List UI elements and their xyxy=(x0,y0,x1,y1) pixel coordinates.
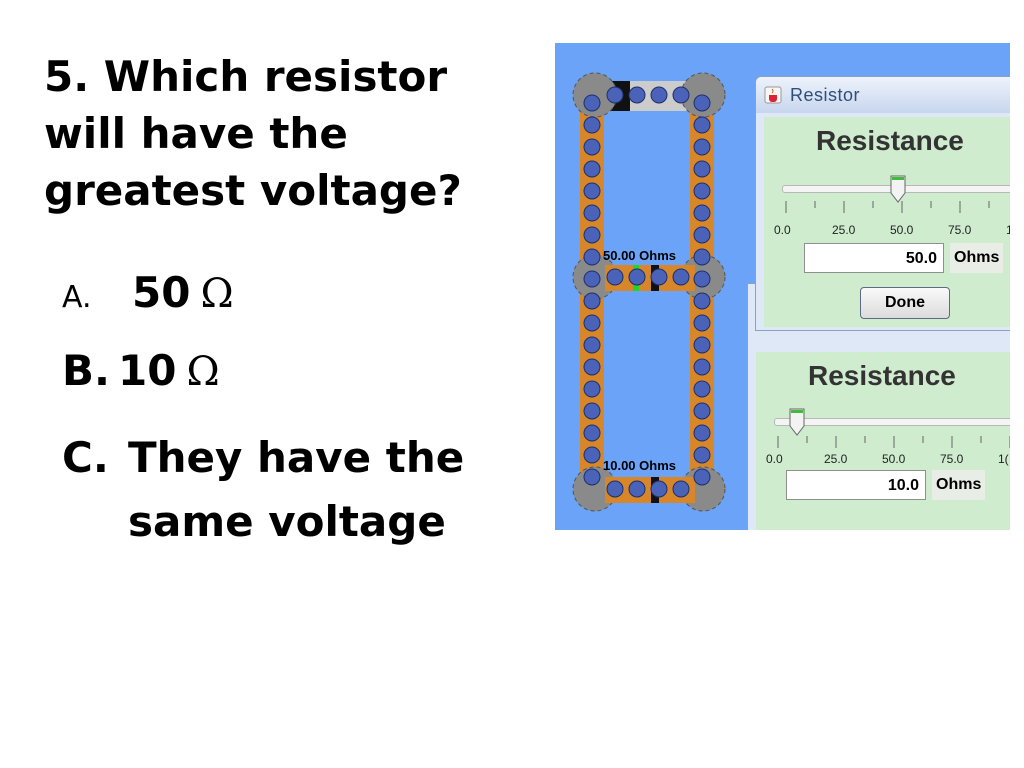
electron xyxy=(672,86,690,104)
option-a-unit: Ω xyxy=(200,271,234,317)
electron xyxy=(693,314,711,332)
resistance-value-input-bottom[interactable]: 10.0 xyxy=(786,470,926,500)
tick-label: 25.0 xyxy=(824,452,848,466)
electron xyxy=(583,292,601,310)
option-a-value: 50 xyxy=(132,268,191,317)
option-a[interactable]: A. 50 Ω xyxy=(62,268,502,346)
electron xyxy=(583,270,601,288)
question-line-3: greatest voltage? xyxy=(44,166,462,215)
tick-label: 1( xyxy=(998,452,1009,466)
resistance-panel-bottom: Resistance 0.0 25.0 50.0 75.0 1( 10.0 Ohms xyxy=(756,352,1010,530)
option-b-value: 10 xyxy=(118,346,177,395)
java-app-icon xyxy=(764,86,782,104)
electron xyxy=(693,358,711,376)
electron xyxy=(583,380,601,398)
electron xyxy=(583,336,601,354)
answer-options: A. 50 Ω B. 10 Ω C. They have the same vo… xyxy=(62,268,502,554)
done-button[interactable]: Done xyxy=(860,287,950,319)
electron xyxy=(583,424,601,442)
tick-label: 50.0 xyxy=(882,452,906,466)
resistance-slider-bottom[interactable] xyxy=(774,418,1010,426)
electron xyxy=(650,480,668,498)
electron xyxy=(693,402,711,420)
electron xyxy=(693,336,711,354)
electron xyxy=(672,268,690,286)
circuit-simulation: 50.00 Ohms 10.00 Ohms Resistance 0.0 25.0… xyxy=(555,43,1010,530)
electron xyxy=(583,468,601,486)
resistance-heading-top: Resistance xyxy=(816,125,964,156)
tick-marks-bottom xyxy=(777,436,1010,448)
tick-label: 75.0 xyxy=(948,223,972,237)
dialog-title: Resistor xyxy=(790,84,861,105)
electron xyxy=(606,268,624,286)
tick-label: 75.0 xyxy=(940,452,964,466)
resistance-panel-top: Resistance 0.0 25.0 50.0 75.0 1 50.0 Ohms Do… xyxy=(764,117,1010,327)
tick-label: 25.0 xyxy=(832,223,856,237)
tick-label: 0.0 xyxy=(766,452,783,466)
electron xyxy=(693,182,711,200)
resistance-heading-bottom: Resistance xyxy=(808,360,956,391)
tick-marks-top xyxy=(785,201,990,213)
electron xyxy=(583,94,601,112)
option-b-letter: B. xyxy=(62,346,110,395)
electron xyxy=(583,226,601,244)
electron xyxy=(606,480,624,498)
electron xyxy=(693,116,711,134)
electron xyxy=(583,402,601,420)
electron xyxy=(628,480,646,498)
electron xyxy=(628,86,646,104)
electron xyxy=(583,314,601,332)
electron xyxy=(628,268,646,286)
tick-label: 1 xyxy=(1006,223,1010,237)
electron xyxy=(693,94,711,112)
electron xyxy=(650,86,668,104)
resistance-unit-top: Ohms xyxy=(950,243,1004,273)
resistance-unit-bottom: Ohms xyxy=(932,470,986,500)
electron xyxy=(583,160,601,178)
circuit-diagram xyxy=(572,72,726,512)
electron xyxy=(583,248,601,266)
question-line-1: 5. Which resistor xyxy=(44,52,448,101)
electron xyxy=(583,446,601,464)
resistor-dialog-top: Resistor Resistance 0.0 25.0 50.0 75.0 1 50.… xyxy=(755,76,1010,331)
electron xyxy=(693,292,711,310)
electron xyxy=(693,446,711,464)
resistor-bottom-label: 10.00 Ohms xyxy=(603,458,676,473)
question-line-2: will have the xyxy=(44,109,348,158)
electron xyxy=(693,270,711,288)
electron xyxy=(693,248,711,266)
electron xyxy=(693,138,711,156)
electron xyxy=(693,160,711,178)
option-a-letter: A. xyxy=(62,280,92,315)
tick-label: 0.0 xyxy=(774,223,791,237)
dialog-titlebar[interactable]: Resistor xyxy=(756,77,1010,113)
electron xyxy=(672,480,690,498)
electrons xyxy=(583,86,711,498)
electron xyxy=(693,226,711,244)
electron xyxy=(693,424,711,442)
electron xyxy=(693,380,711,398)
electron xyxy=(606,86,624,104)
electron xyxy=(650,268,668,286)
slider-thumb-top[interactable] xyxy=(890,175,906,203)
slider-thumb-bottom[interactable] xyxy=(789,408,805,436)
option-c[interactable]: C. They have the same voltage xyxy=(62,426,502,554)
option-c-letter: C. xyxy=(62,433,109,482)
option-b-unit: Ω xyxy=(186,349,220,395)
tick-label: 50.0 xyxy=(890,223,914,237)
electron xyxy=(583,138,601,156)
electron xyxy=(693,468,711,486)
option-b[interactable]: B. 10 Ω xyxy=(62,346,502,426)
question-text: 5. Which resistor will have the greatest… xyxy=(44,48,514,219)
electron xyxy=(583,204,601,222)
option-c-text: They have the same voltage xyxy=(128,426,468,554)
resistance-value-input-top[interactable]: 50.0 xyxy=(804,243,944,273)
option-c-line-2: same voltage xyxy=(128,497,446,546)
electron xyxy=(583,182,601,200)
resistor-top-label: 50.00 Ohms xyxy=(603,248,676,263)
electron xyxy=(583,358,601,376)
option-c-line-1: They have the xyxy=(128,433,465,482)
electron xyxy=(583,116,601,134)
electron xyxy=(693,204,711,222)
